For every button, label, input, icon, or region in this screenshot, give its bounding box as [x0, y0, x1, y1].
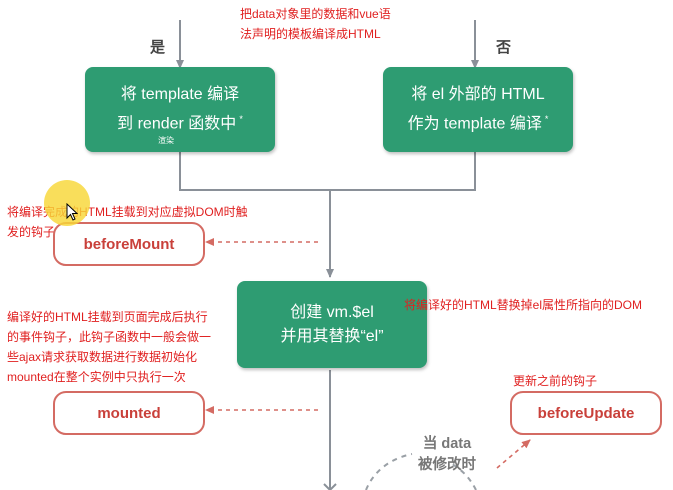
compile-el-line2: 作为 template 编译 [407, 115, 542, 133]
replace-dom-note: 将编译好的HTML替换掉el属性所指向的DOM [404, 298, 643, 312]
before-update-hook: beforeUpdate [510, 391, 662, 435]
before-mount-hook: beforeMount [53, 222, 205, 266]
top-note-line1: 把data对象里的数据和vue语 [240, 7, 391, 21]
data-change-line2: 被修改时 [418, 457, 476, 473]
star-mark: * [544, 113, 549, 124]
before-update-note: 更新之前的钩子 [513, 374, 598, 388]
compile-template-box: 将 template 编译 到 render 函数中* 渲染 [85, 67, 275, 152]
branch-no-label: 否 [496, 39, 512, 56]
compile-el-outer-html-box: 将 el 外部的 HTML 作为 template 编译* [383, 67, 573, 152]
merge-line [179, 152, 476, 191]
branch-yes-label: 是 [150, 39, 166, 56]
mouse-cursor-icon [66, 203, 78, 221]
star-mark: * [239, 113, 243, 124]
compile-template-line1: 将 template 编译 [120, 85, 240, 103]
create-vm-el-line1: 创建 vm.$el [290, 303, 374, 321]
update-loop-arc-left [365, 453, 413, 490]
data-change-label: 当 data 被修改时 [404, 434, 490, 476]
top-note-line2: 法声明的模板编译成HTML [240, 27, 381, 41]
mounted-hook: mounted [53, 391, 205, 435]
top-note: 把data对象里的数据和vue语 法声明的模板编译成HTML [240, 4, 391, 44]
create-vm-el-box: 创建 vm.$el 并用其替换“el” [237, 281, 427, 368]
compile-template-line2: 到 render 函数中 [117, 115, 237, 133]
mounted-note: 编译好的HTML挂载到页面完成后执行 的事件钩子，此钩子函数中一般会做一 些aj… [7, 307, 211, 387]
update-loop-arc-right [451, 463, 477, 490]
down-arrowhead [323, 483, 337, 490]
render-sub-label: 渲染 [158, 136, 174, 145]
before-update-dashed-arrow [496, 439, 531, 469]
mounted-note-line1: 编译好的HTML挂载到页面完成后执行 [7, 310, 208, 324]
mounted-note-line2: 的事件钩子，此钩子函数中一般会做一 [7, 330, 212, 344]
create-vm-el-line2: 并用其替换“el” [280, 327, 384, 345]
mounted-note-line4: mounted在整个实例中只执行一次 [7, 370, 186, 384]
mounted-note-line3: 些ajax请求获取数据进行数据初始化 [7, 350, 198, 364]
compile-el-line1: 将 el 外部的 HTML [411, 85, 545, 103]
data-change-line1: 当 data [422, 436, 472, 452]
